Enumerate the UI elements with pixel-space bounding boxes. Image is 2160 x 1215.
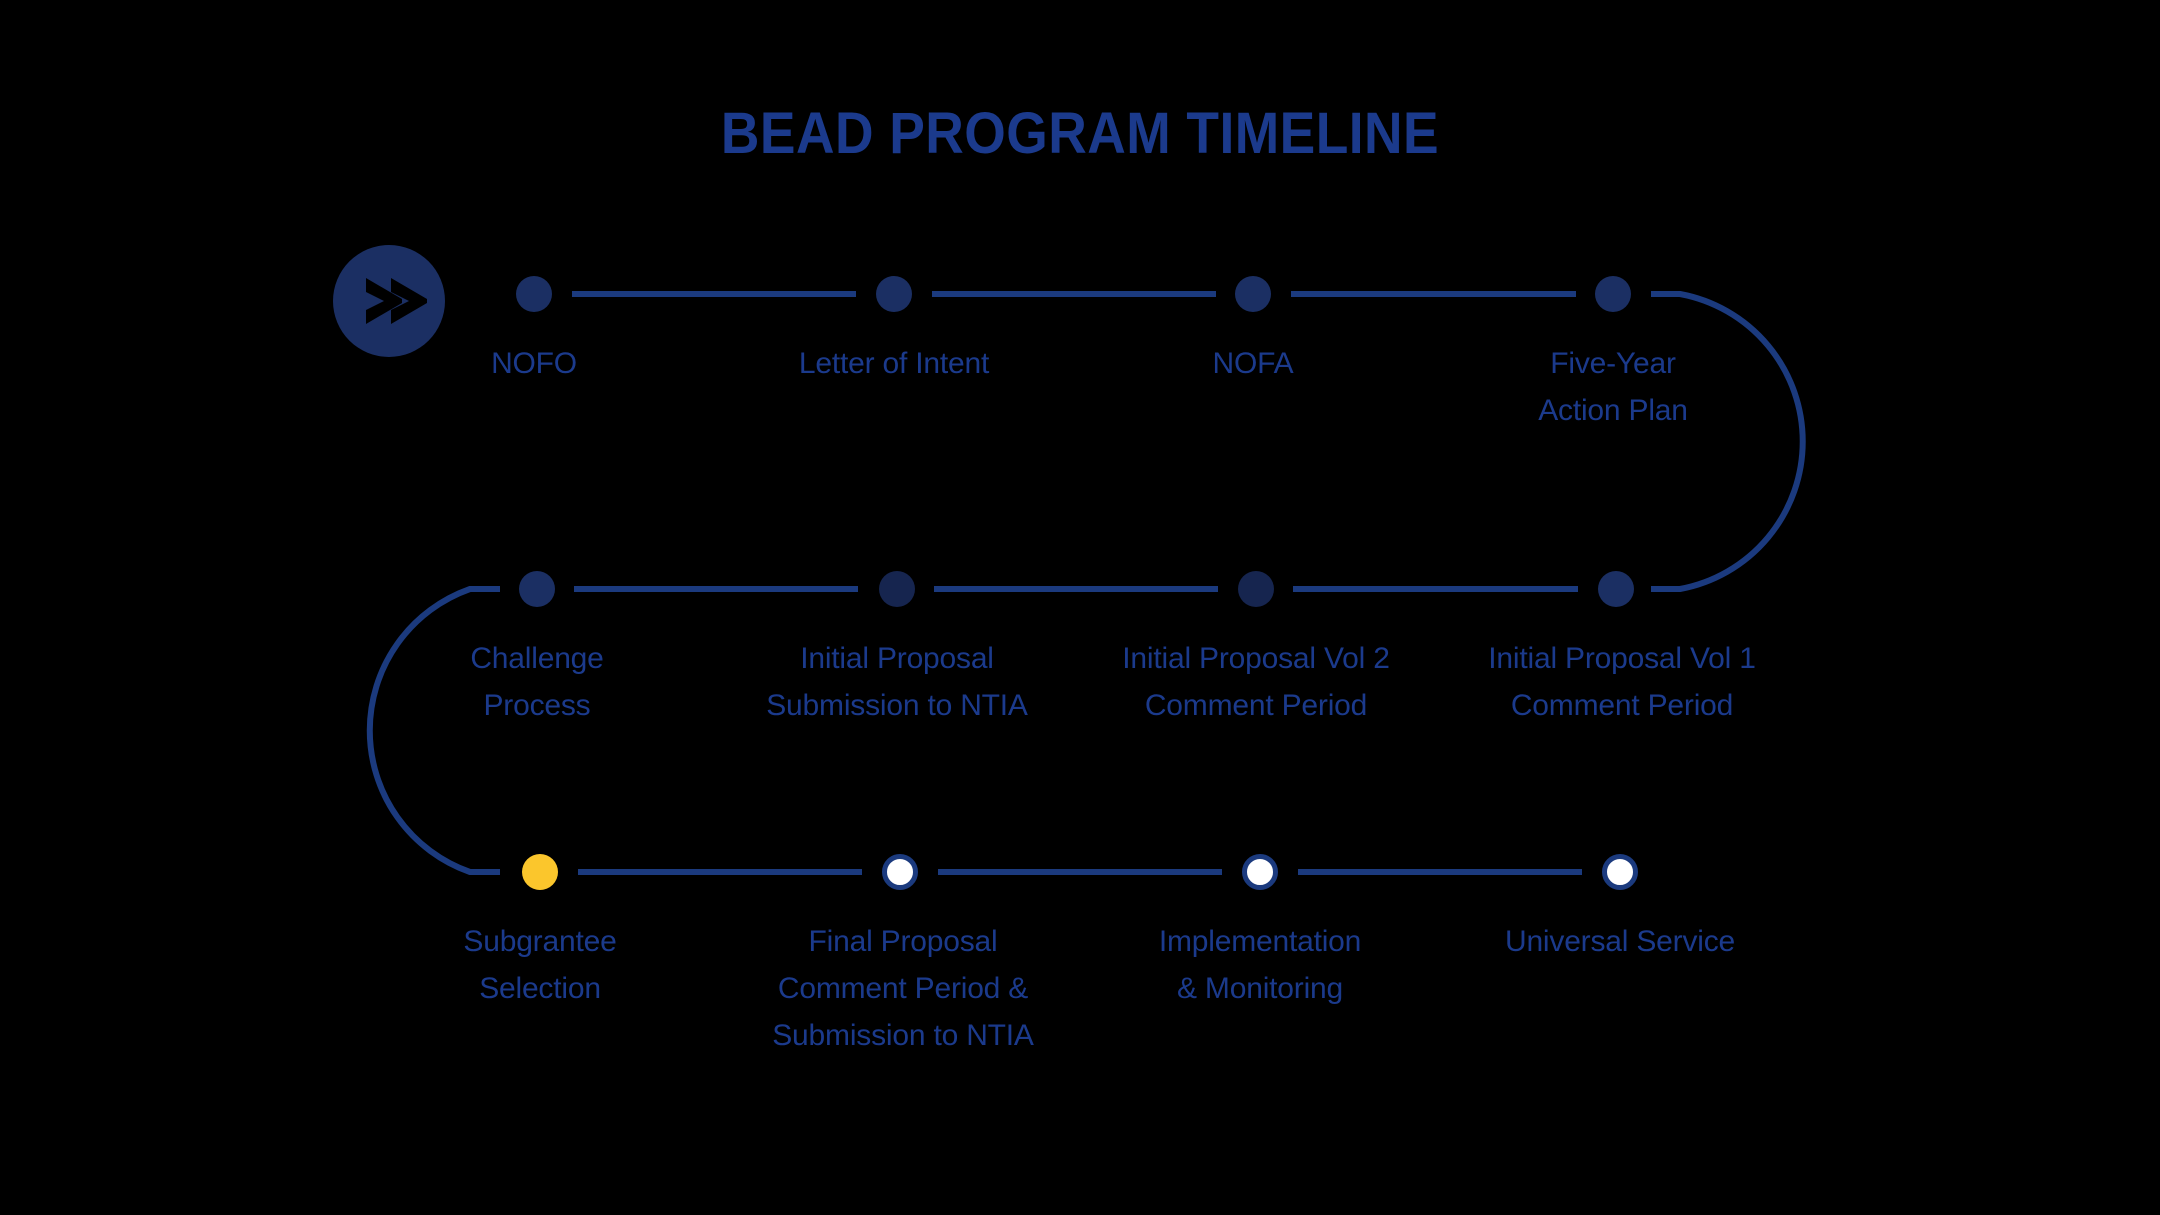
double-chevron-right-icon (333, 245, 445, 357)
milestone-node-implementation-monitoring[interactable] (1242, 854, 1278, 890)
milestone-label-subgrantee-selection: Subgrantee Selection (463, 925, 617, 1005)
milestone-label-initial-proposal-submission: Initial Proposal Submission to NTIA (766, 642, 1028, 722)
page-title: BEAD PROGRAM TIMELINE (720, 101, 1440, 166)
milestone-node-subgrantee-selection[interactable] (522, 854, 558, 890)
milestone-node-initial-proposal-vol2[interactable] (1238, 571, 1274, 607)
milestone-label-challenge-process: Challenge Process (470, 642, 604, 722)
connector-arc-right (1651, 291, 1806, 592)
milestone-node-final-proposal[interactable] (882, 854, 918, 890)
milestone-node-five-year-action-plan[interactable] (1595, 276, 1631, 312)
milestone-label-initial-proposal-vol1: Initial Proposal Vol 1 Comment Period (1488, 642, 1756, 722)
milestone-label-five-year-action-plan: Five-Year Action Plan (1538, 347, 1688, 427)
milestone-label-universal-service: Universal Service (1504, 925, 1735, 958)
milestone-node-initial-proposal-submission[interactable] (879, 571, 915, 607)
milestone-node-challenge-process[interactable] (519, 571, 555, 607)
milestone-node-nofo[interactable] (516, 276, 552, 312)
milestone-label-nofa: NOFA (1212, 347, 1294, 380)
milestone-label-implementation-monitoring: Implementation & Monitoring (1158, 925, 1362, 1005)
milestone-label-letter-of-intent: Letter of Intent (798, 347, 990, 380)
milestone-label-initial-proposal-vol2: Initial Proposal Vol 2 Comment Period (1122, 642, 1390, 722)
milestone-label-final-proposal: Final Proposal Comment Period & Submissi… (772, 925, 1034, 1052)
milestone-node-letter-of-intent[interactable] (876, 276, 912, 312)
start-badge (333, 245, 445, 357)
milestone-node-nofa[interactable] (1235, 276, 1271, 312)
connector-arc-left (366, 586, 500, 875)
milestone-node-initial-proposal-vol1[interactable] (1598, 571, 1634, 607)
milestone-node-universal-service[interactable] (1602, 854, 1638, 890)
milestone-label-nofo: NOFO (491, 347, 577, 380)
